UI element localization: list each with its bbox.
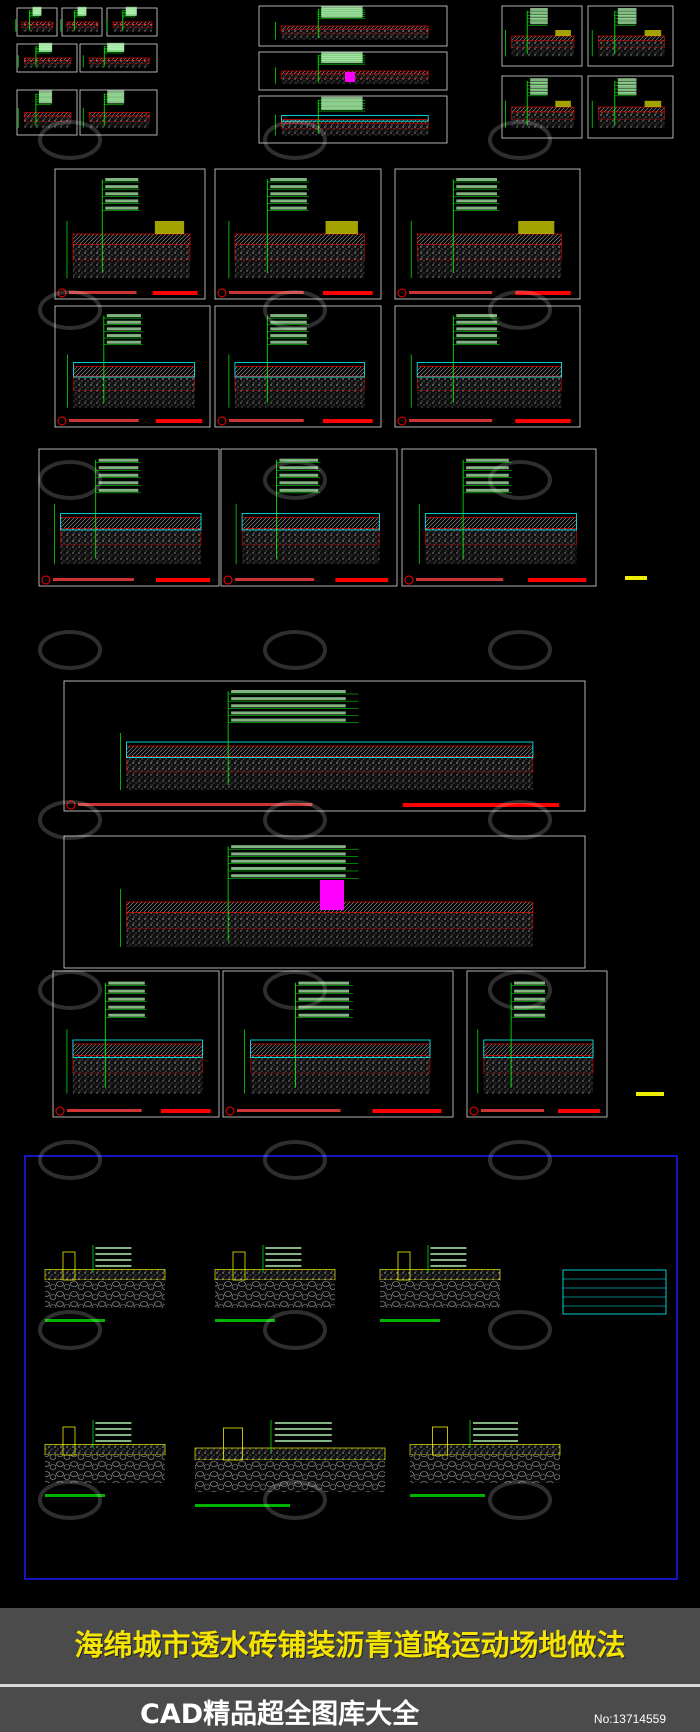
cad-detail-frame: [587, 5, 674, 67]
cad-detail-frame: [394, 305, 581, 428]
cad-detail-frame: [587, 75, 674, 139]
cad-detail-frame: [63, 835, 586, 969]
pavement-detail: [44, 1245, 166, 1322]
cad-detail-frame: [501, 5, 583, 67]
watermark-logo-icon: [38, 630, 102, 670]
detail-group-frame: [24, 1155, 678, 1580]
banner-title: 海绵城市透水砖铺装沥青道路运动场地做法: [74, 1628, 626, 1662]
watermark-logo-icon: [488, 1310, 552, 1350]
cad-detail-frame: [79, 89, 158, 136]
pavement-detail: [194, 1420, 386, 1507]
divider: [0, 1684, 700, 1687]
cad-detail-frame: [258, 51, 448, 91]
cad-detail-frame: [501, 75, 583, 139]
pavement-detail: [379, 1245, 501, 1322]
watermark-logo-icon: [38, 290, 102, 330]
watermark-logo-icon: [263, 1140, 327, 1180]
pavement-detail: [214, 1245, 336, 1322]
watermark-logo-icon: [263, 120, 327, 160]
cad-detail-frame: [401, 448, 597, 587]
watermark-logo-icon: [38, 460, 102, 500]
data-table: [562, 1269, 667, 1315]
watermark-logo-icon: [263, 800, 327, 840]
cad-detail-frame: [79, 42, 158, 73]
watermark-logo-icon: [263, 460, 327, 500]
watermark-logo-icon: [263, 970, 327, 1010]
cad-drawing-sheet: [15, 5, 678, 1580]
cad-detail-frame: [214, 168, 382, 300]
watermark-logo-icon: [263, 1480, 327, 1520]
cad-detail-frame: [16, 89, 78, 136]
cad-detail-frame: [60, 6, 103, 37]
watermark-logo-icon: [488, 1140, 552, 1180]
watermark-logo-icon: [38, 1480, 102, 1520]
pavement-detail: [409, 1420, 561, 1497]
cad-detail-frame: [394, 168, 581, 300]
cad-detail-frame: [466, 970, 608, 1118]
watermark-logo-icon: [263, 290, 327, 330]
watermark-logo-icon: [38, 1140, 102, 1180]
title-banner: 海绵城市透水砖铺装沥青道路运动场地做法 CAD精品超全图库大全 No:13714…: [0, 1608, 700, 1732]
cad-detail-frame: [258, 5, 448, 47]
watermark-logo-icon: [488, 290, 552, 330]
watermark-logo-icon: [488, 460, 552, 500]
watermark-logo-icon: [488, 630, 552, 670]
cad-detail-frame: [214, 305, 382, 428]
pavement-detail: [44, 1420, 166, 1497]
cad-detail-frame: [52, 970, 220, 1118]
watermark-logo-icon: [488, 970, 552, 1010]
watermark-logo-icon: [38, 1310, 102, 1350]
cad-detail-frame: [258, 95, 448, 144]
watermark-logo-icon: [263, 630, 327, 670]
cad-detail-frame: [220, 448, 398, 587]
watermark-logo-icon: [263, 1310, 327, 1350]
watermark-logo-icon: [38, 800, 102, 840]
cad-detail-frame: [106, 6, 158, 37]
watermark-logo-icon: [38, 970, 102, 1010]
cad-detail-frame: [54, 168, 206, 300]
banner-subtitle: CAD精品超全图库大全: [140, 1699, 420, 1730]
watermark-logo-icon: [488, 800, 552, 840]
cad-detail-frame: [16, 42, 78, 73]
cad-detail-frame: [54, 305, 211, 428]
watermark-logo-icon: [38, 120, 102, 160]
watermark-logo-icon: [488, 120, 552, 160]
image-number: No:13714559: [593, 1712, 666, 1726]
cad-detail-frame: [15, 6, 58, 37]
watermark-logo-icon: [488, 1480, 552, 1520]
cad-detail-frame: [222, 970, 454, 1118]
cad-detail-frame: [63, 680, 586, 812]
cad-detail-frame: [38, 448, 220, 587]
